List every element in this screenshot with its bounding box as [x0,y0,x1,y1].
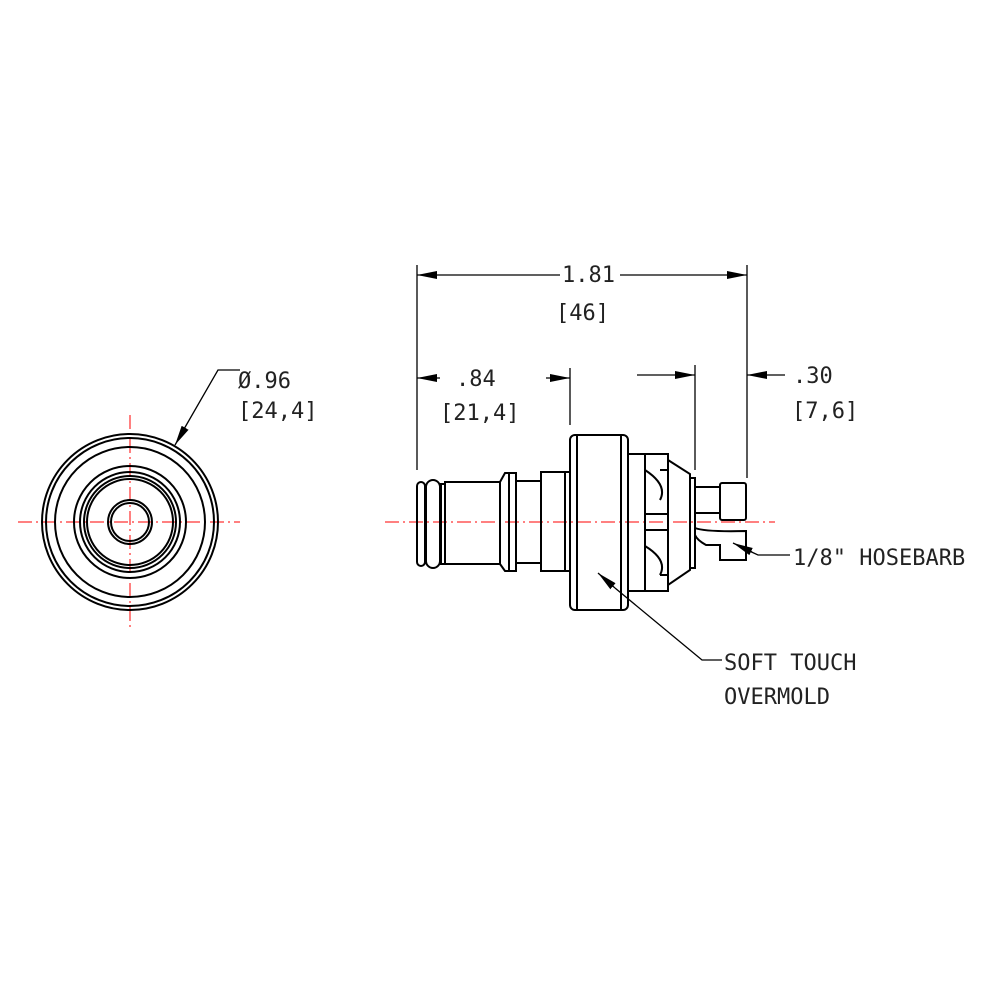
diameter-arrow [174,425,189,446]
hosebarb-callout: 1/8" HOSEBARB [793,546,965,571]
overmold-inner-ring [54,446,206,598]
side-view: 1.81 [46] .84 [21,4] .30 [7,6] 1/8" HOSE… [385,263,965,710]
hosebarb-arrow [732,542,753,556]
plug-length-metric: [21,4] [440,401,519,426]
bore-outer [107,499,153,545]
overall-length-metric: [46] [556,301,609,326]
overmold-ring [45,437,215,607]
o-ring-groove [416,481,426,567]
barb-flange [689,477,696,569]
outer-diameter-circle [41,433,219,611]
body-cone [667,458,691,587]
hosebarb [694,527,747,561]
bore-inner [110,502,150,542]
plug-length-label: .84 [456,367,496,392]
diameter-leader [179,369,240,437]
overmold-callout-line1: SOFT TOUCH [724,651,856,676]
overmold-arrow [597,572,616,590]
diameter-metric: [24,4] [238,399,317,424]
overmold-callout-line2: OVERMOLD [724,685,830,710]
barb-stem [694,486,721,514]
end-view: Ø.96 [24,4] [18,369,317,630]
o-ring [425,479,441,569]
barb-length-metric: [7,6] [792,399,858,424]
diameter-label: Ø.96 [238,369,291,394]
plug-ring-2 [79,471,181,573]
plug-ring-3 [83,475,177,569]
hosebarb-head [719,482,747,521]
plug-ring-4 [86,478,174,566]
overall-length-label: 1.81 [562,263,615,288]
hex-facets [644,469,668,576]
plug-ring [73,465,187,579]
plug-body [444,481,501,565]
barb-length-label: .30 [793,364,833,389]
overmold-leader [614,587,722,661]
